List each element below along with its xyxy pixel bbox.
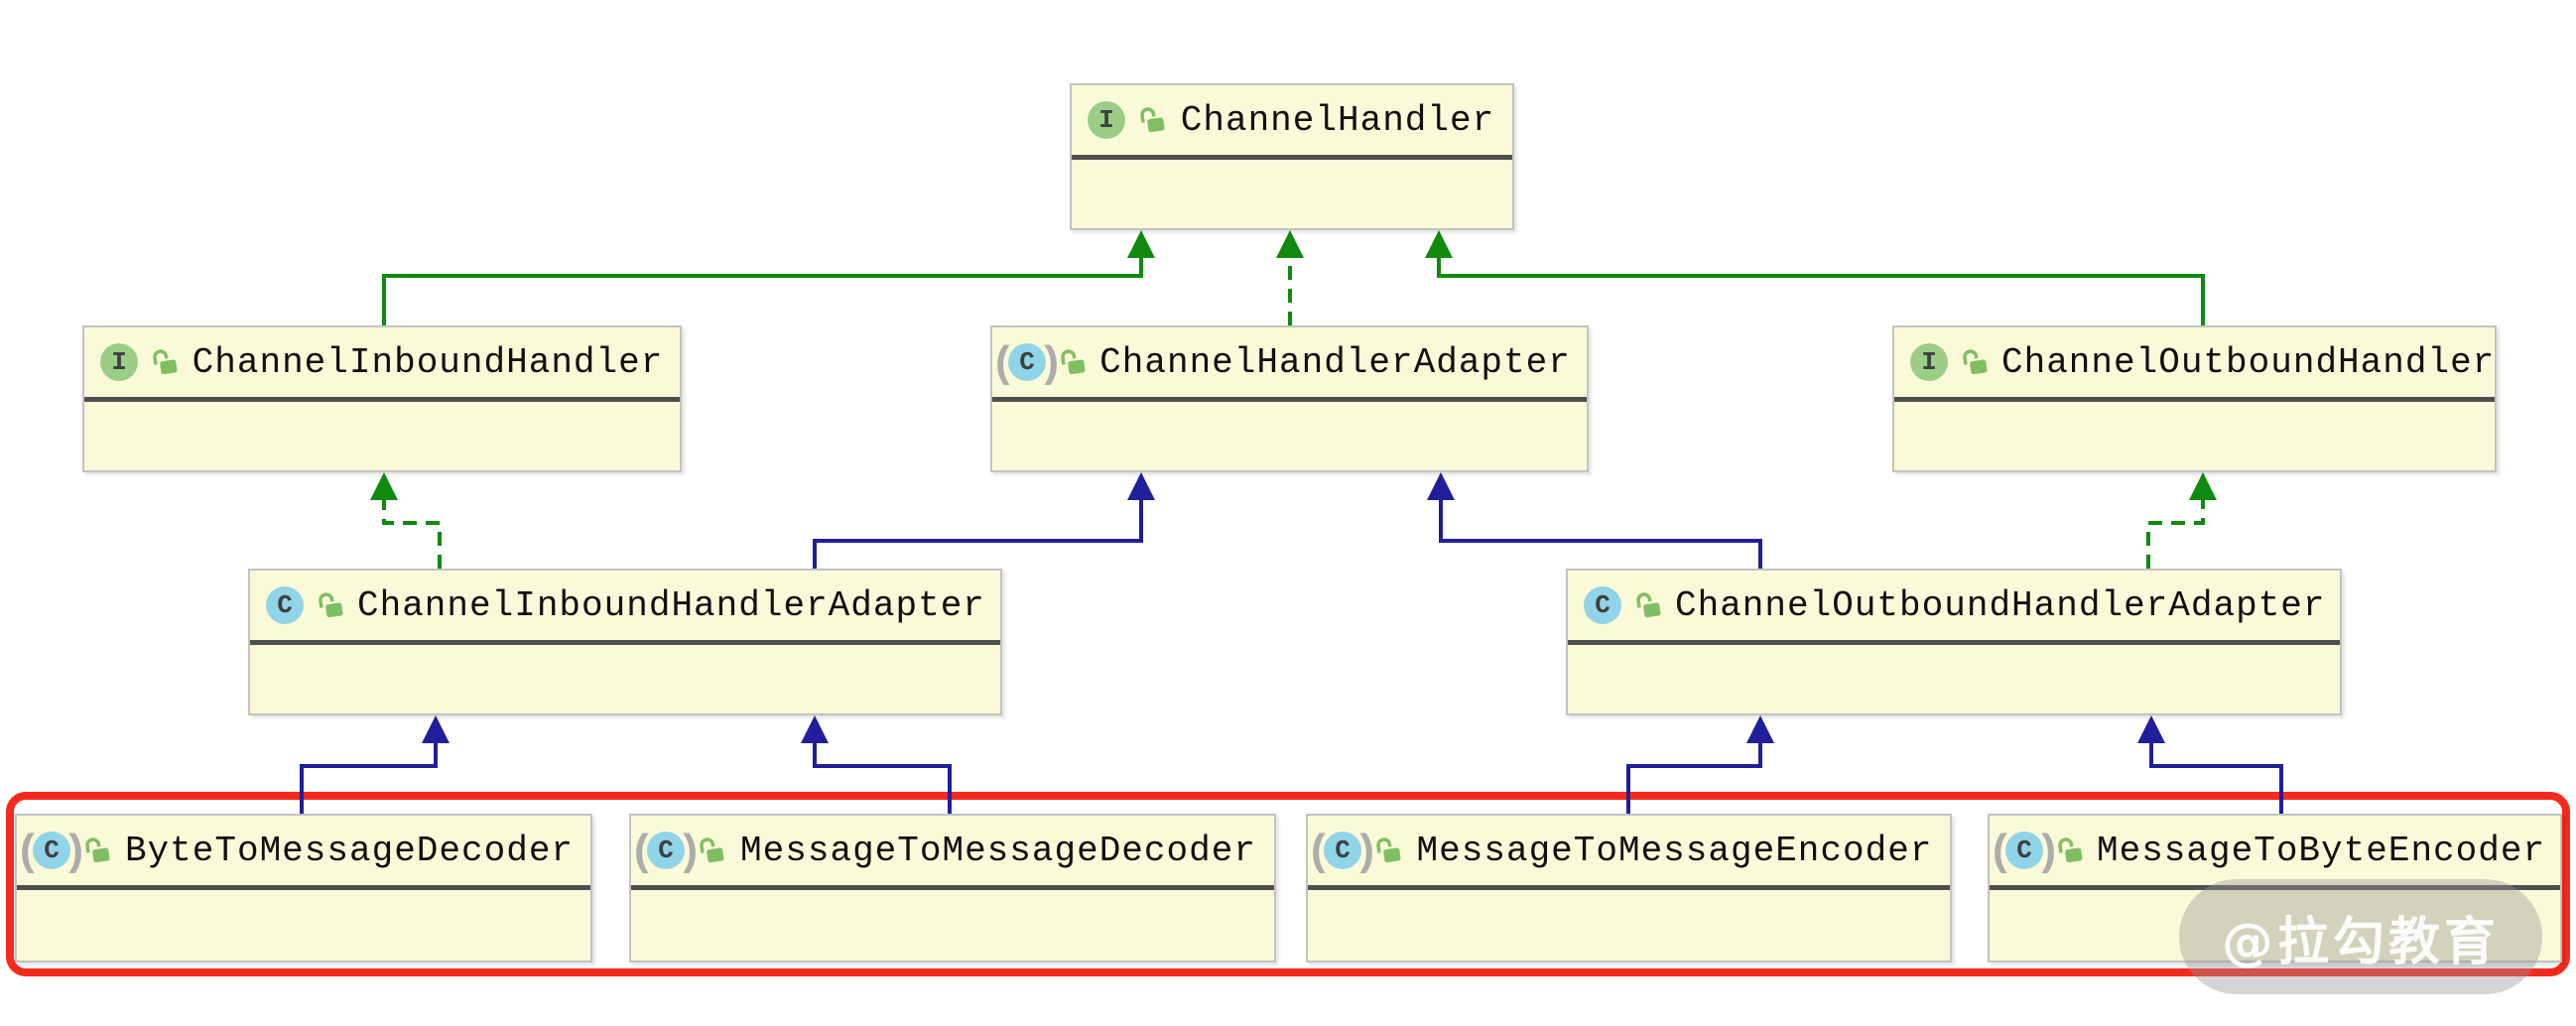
- divider: [1894, 397, 2495, 402]
- class-name: MessageToMessageEncoder: [1416, 830, 1933, 871]
- class-box-channelhandleradapter[interactable]: C ChannelHandlerAdapter: [990, 325, 1589, 472]
- arrowhead-icon: [1276, 230, 1304, 258]
- watermark-badge: @拉勾教育: [2179, 879, 2542, 994]
- class-title-row: C ByteToMessageDecoder: [17, 816, 590, 885]
- edge-messagetobyteencoder-extends-outboundadapter: [2149, 741, 2283, 814]
- class-title-row: I ChannelOutboundHandler: [1894, 327, 2495, 397]
- members-section: [631, 890, 1274, 961]
- open-lock-icon: [1636, 592, 1661, 618]
- open-lock-icon: [1963, 349, 1988, 375]
- members-section: [1308, 890, 1950, 961]
- edge-outboundadapter-implements-outboundhandler: [2146, 498, 2205, 569]
- class-title-row: I ChannelInboundHandler: [84, 327, 680, 397]
- arrowhead-icon: [370, 472, 398, 500]
- class-title-row: C ChannelOutboundHandlerAdapter: [1568, 571, 2340, 640]
- class-name: ChannelOutboundHandler: [2001, 341, 2496, 383]
- open-lock-icon: [2058, 837, 2083, 863]
- class-box-channelhandler[interactable]: I ChannelHandler: [1070, 83, 1514, 230]
- interface-icon: I: [1910, 343, 1948, 381]
- class-title-row: I ChannelHandler: [1072, 85, 1512, 155]
- divider: [84, 397, 680, 402]
- arrowhead-icon: [422, 715, 450, 743]
- class-box-channelinboundhandler[interactable]: I ChannelInboundHandler: [82, 325, 682, 472]
- members-section: [992, 402, 1587, 470]
- open-lock-icon: [85, 837, 110, 863]
- class-box-channeloutboundhandleradapter[interactable]: C ChannelOutboundHandlerAdapter: [1566, 569, 2342, 715]
- divider: [1568, 640, 2340, 645]
- open-lock-icon: [1140, 107, 1165, 133]
- arrowhead-icon: [2137, 715, 2165, 743]
- divider: [250, 640, 1000, 645]
- open-lock-icon: [700, 837, 724, 863]
- arrowhead-icon: [1427, 472, 1455, 500]
- class-title-row: C MessageToMessageEncoder: [1308, 816, 1950, 885]
- abstract-class-icon: C: [1311, 826, 1374, 875]
- abstract-class-icon: C: [634, 826, 698, 875]
- class-box-channelinboundhandleradapter[interactable]: C ChannelInboundHandlerAdapter: [248, 569, 1002, 715]
- class-name: ChannelHandlerAdapter: [1099, 341, 1571, 383]
- divider: [17, 885, 590, 890]
- class-title-row: C ChannelInboundHandlerAdapter: [250, 571, 1000, 640]
- arrowhead-icon: [1746, 715, 1774, 743]
- class-icon: C: [266, 586, 304, 624]
- members-section: [250, 645, 1000, 713]
- arrowhead-icon: [1425, 230, 1453, 258]
- interface-icon: I: [100, 343, 138, 381]
- edge-outboundadapter-extends-handleradapter: [1439, 498, 1762, 569]
- open-lock-icon: [1376, 837, 1401, 863]
- arrowhead-icon: [801, 715, 829, 743]
- class-name: ChannelInboundHandlerAdapter: [357, 584, 985, 626]
- class-box-messagetobyteencoder[interactable]: C MessageToByteEncoder: [1988, 814, 2562, 962]
- class-name: ChannelInboundHandler: [192, 341, 664, 383]
- edge-inboundhandler-extends-channelhandler: [382, 258, 1143, 325]
- members-section: [1072, 160, 1512, 228]
- abstract-class-icon: C: [1993, 826, 2056, 875]
- open-lock-icon: [153, 349, 178, 375]
- class-title-row: C MessageToByteEncoder: [1990, 816, 2560, 885]
- class-name: MessageToMessageDecoder: [740, 830, 1256, 871]
- class-box-messagetomessagedecoder[interactable]: C MessageToMessageDecoder: [629, 814, 1276, 962]
- edge-bytetomessagedecoder-extends-inboundadapter: [300, 741, 438, 814]
- abstract-class-icon: C: [20, 826, 83, 875]
- arrowhead-icon: [1127, 230, 1155, 258]
- class-name: ChannelHandler: [1180, 99, 1495, 141]
- interface-icon: I: [1088, 101, 1125, 139]
- edge-inboundadapter-extends-handleradapter: [813, 498, 1143, 569]
- class-name: ChannelOutboundHandlerAdapter: [1675, 584, 2326, 626]
- watermark-text: @拉勾教育: [2221, 912, 2500, 972]
- class-box-bytetomessagedecoder[interactable]: C ByteToMessageDecoder: [15, 814, 592, 962]
- edge-messagetomessageencoder-extends-outboundadapter: [1626, 741, 1762, 814]
- divider: [1072, 155, 1512, 160]
- divider: [992, 397, 1587, 402]
- arrowhead-icon: [1127, 472, 1155, 500]
- edge-inboundadapter-implements-inboundhandler: [382, 498, 442, 569]
- class-box-messagetomessageencoder[interactable]: C MessageToMessageEncoder: [1306, 814, 1952, 962]
- divider: [631, 885, 1274, 890]
- divider: [1308, 885, 1950, 890]
- arrowhead-icon: [2189, 472, 2217, 500]
- highlight-red-frame: [6, 792, 2570, 976]
- edge-messagetomessagedecoder-extends-inboundadapter: [813, 741, 952, 814]
- members-section: [1894, 402, 2495, 470]
- members-section: [84, 402, 680, 470]
- members-section: [17, 890, 590, 961]
- class-icon: C: [1584, 586, 1621, 624]
- class-name: ByteToMessageDecoder: [124, 830, 575, 871]
- edge-outboundhandler-extends-channelhandler: [1437, 258, 2205, 325]
- class-box-channeloutboundhandler[interactable]: I ChannelOutboundHandler: [1892, 325, 2497, 472]
- members-section: [1568, 645, 2340, 713]
- class-name: MessageToByteEncoder: [2097, 830, 2546, 871]
- open-lock-icon: [1061, 349, 1086, 375]
- class-title-row: C ChannelHandlerAdapter: [992, 327, 1587, 397]
- divider: [1990, 885, 2560, 890]
- class-title-row: C MessageToMessageDecoder: [631, 816, 1274, 885]
- abstract-class-icon: C: [995, 337, 1059, 387]
- open-lock-icon: [319, 592, 343, 618]
